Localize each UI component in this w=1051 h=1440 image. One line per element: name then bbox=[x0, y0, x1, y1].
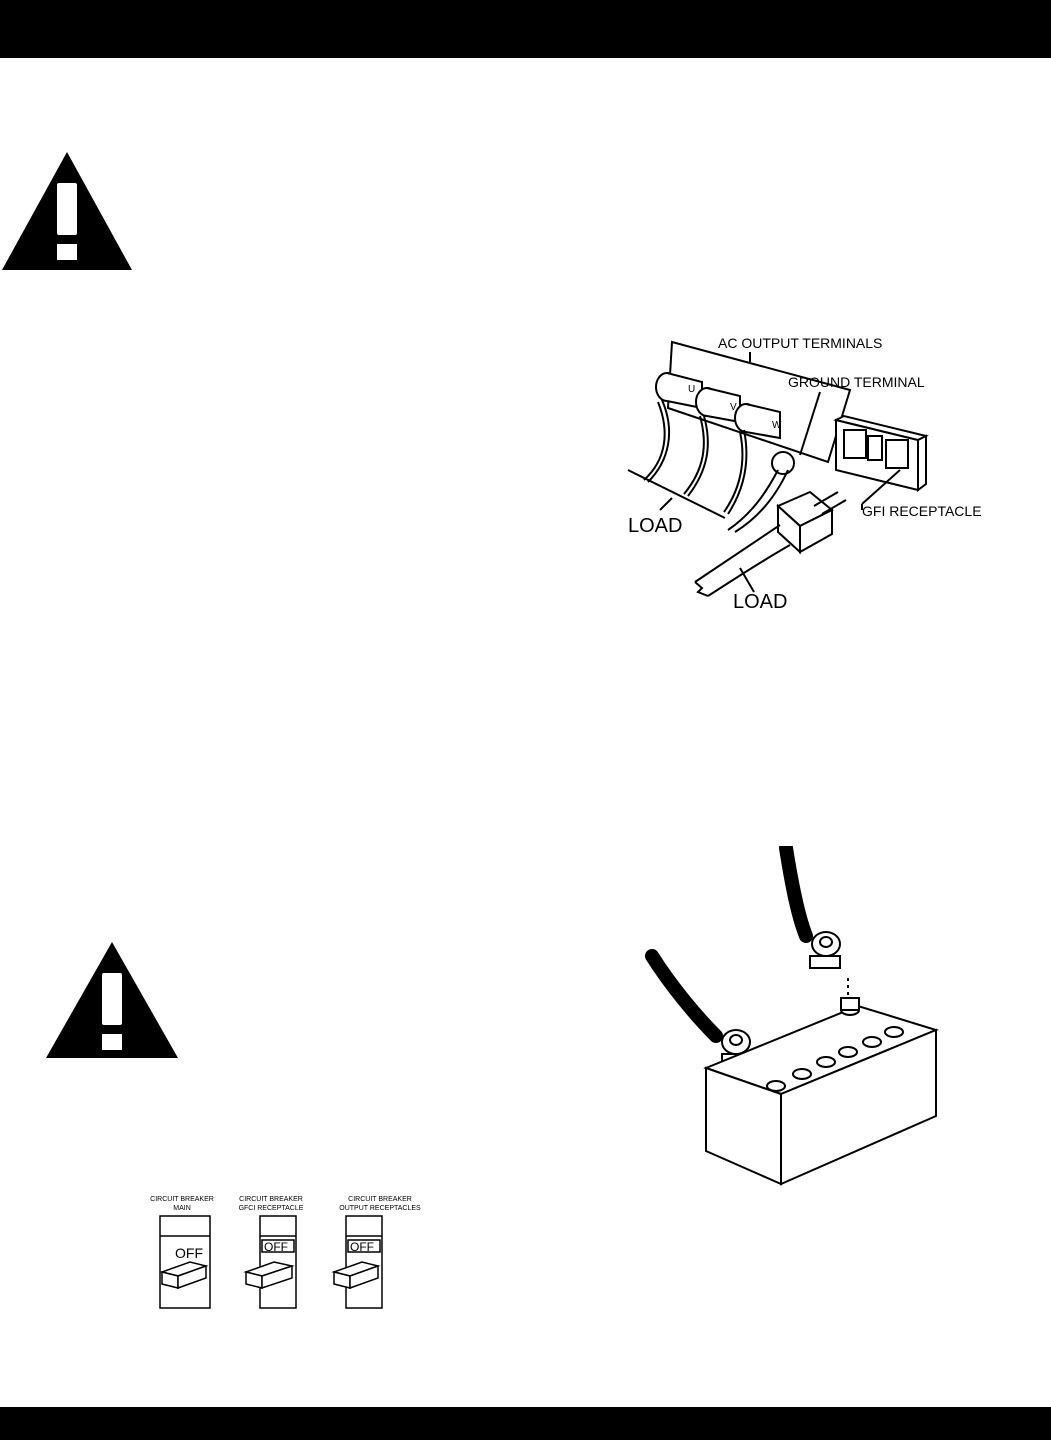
warning-icon-bottom bbox=[46, 942, 178, 1058]
warning-icon-top bbox=[2, 152, 132, 270]
breaker-output-line2: OUTPUT RECEPTACLES bbox=[339, 1205, 421, 1212]
breaker-gfci-line1: CIRCUIT BREAKER bbox=[239, 1196, 303, 1203]
breaker-main-line2: MAIN bbox=[173, 1205, 191, 1212]
breaker-main-line1: CIRCUIT BREAKER bbox=[150, 1196, 214, 1203]
breaker-output-state: OFF bbox=[350, 1240, 374, 1254]
breaker-gfci-state: OFF bbox=[264, 1240, 288, 1254]
terminal-v-label: V bbox=[730, 402, 737, 413]
breaker-gfci-line2: GFCI RECEPTACLE bbox=[239, 1205, 304, 1212]
terminal-u-label: U bbox=[688, 384, 695, 395]
gfi-receptacle-label: GFI RECEPTACLE bbox=[862, 503, 982, 519]
ground-terminal-label: GROUND TERMINAL bbox=[788, 374, 925, 390]
breaker-output-line1: CIRCUIT BREAKER bbox=[348, 1196, 412, 1203]
load-left-label: LOAD bbox=[628, 515, 682, 537]
ac-output-terminals-label: AC OUTPUT TERMINALS bbox=[718, 335, 882, 351]
breaker-main-state: OFF bbox=[175, 1245, 203, 1261]
ac-output-diagram: U V W AC OUTPUT TERMINALS GROUND TERMINA… bbox=[627, 335, 982, 613]
header-bar bbox=[0, 0, 1051, 58]
terminal-w-label: W bbox=[772, 420, 782, 431]
load-bottom-label: LOAD bbox=[733, 591, 787, 613]
circuit-breakers-diagram: CIRCUIT BREAKER MAIN OFF CIRCUIT BREAKER… bbox=[150, 1196, 421, 1309]
footer-bar bbox=[0, 1407, 1051, 1440]
battery-diagram bbox=[645, 846, 939, 1186]
